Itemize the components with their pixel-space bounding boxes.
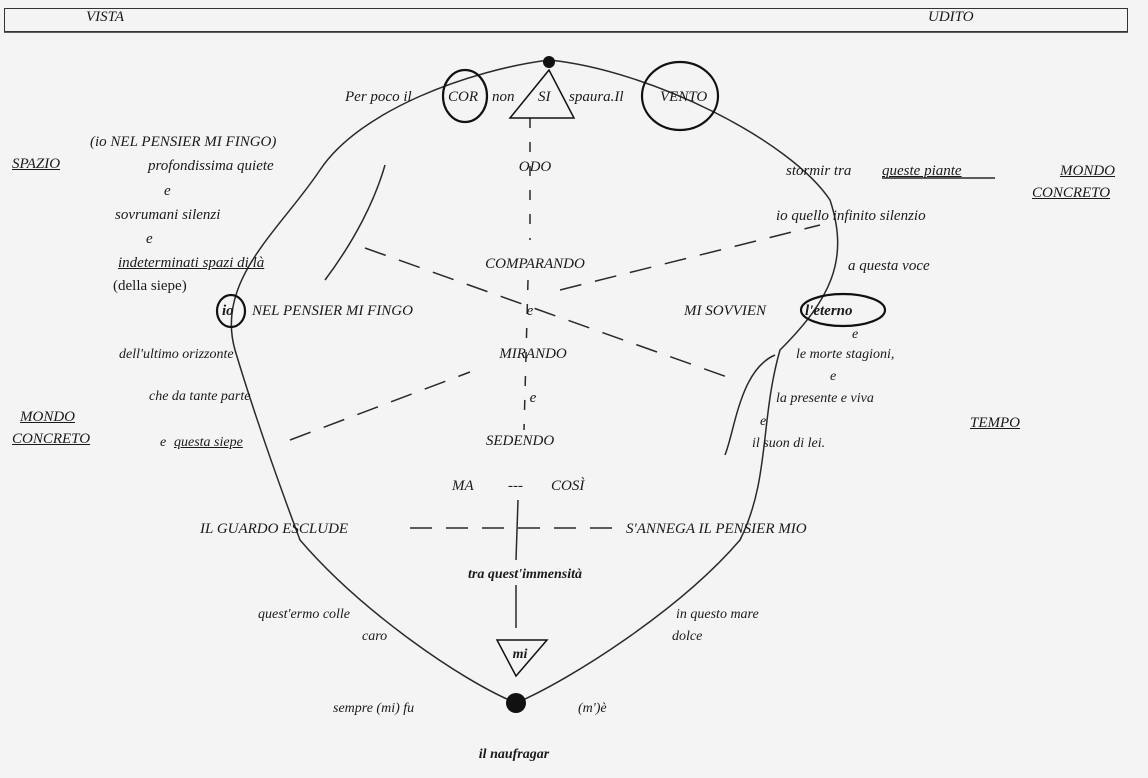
text-mi-sovvien: MI SOVVIEN bbox=[684, 303, 767, 319]
bottom-triangle bbox=[495, 639, 549, 678]
text-dash: --- bbox=[508, 478, 523, 494]
text-infinito-silenzio: io quello infinito silenzio bbox=[776, 208, 926, 224]
header-udito: UDITO bbox=[928, 9, 974, 25]
text-immensita: tra quest'immensità bbox=[468, 567, 582, 582]
text-caro: caro bbox=[362, 629, 388, 644]
text-nel-pensier: NEL PENSIER MI FINGO bbox=[252, 303, 413, 319]
text-sedendo: SEDENDO bbox=[485, 433, 555, 449]
label-mondo-left-1: MONDO bbox=[20, 409, 75, 425]
text-guardo-esclude: IL GUARDO ESCLUDE bbox=[200, 521, 349, 537]
text-tante-parte: che da tante parte bbox=[149, 389, 251, 404]
text-della-siepe: (della siepe) bbox=[113, 278, 187, 294]
text-queste-piante: queste piante bbox=[882, 163, 962, 179]
top-triangle bbox=[508, 68, 576, 119]
text-e-center-1: e bbox=[526, 303, 534, 319]
text-e-left-1: e bbox=[164, 183, 171, 199]
center-axis-mid bbox=[523, 279, 529, 431]
cross-line-4 bbox=[559, 224, 821, 291]
text-naufragar: il naufragar bbox=[478, 747, 550, 762]
cross-line-1 bbox=[364, 247, 731, 379]
text-cosi: COSÌ bbox=[551, 478, 585, 494]
text-e-right-3: e bbox=[760, 414, 767, 429]
text-stormir: stormir tra bbox=[786, 163, 852, 179]
left-brace bbox=[324, 164, 386, 281]
vento-circle bbox=[640, 60, 720, 132]
text-mare: in questo mare bbox=[676, 607, 759, 622]
label-mondo-right-1: MONDO bbox=[1060, 163, 1115, 179]
text-eterno: l'eterno bbox=[805, 303, 853, 319]
eterno-circle bbox=[799, 292, 887, 328]
text-profondissima: profondissima quiete bbox=[148, 158, 274, 174]
text-e-questa: e bbox=[160, 435, 167, 450]
cor-circle bbox=[441, 68, 489, 124]
bottom-node bbox=[506, 693, 526, 713]
center-axis-low bbox=[515, 499, 519, 561]
text-io: io bbox=[222, 303, 234, 319]
text-ultimo-orizzonte: dell'ultimo orizzonte bbox=[119, 347, 234, 362]
text-morte-stagioni: le morte stagioni, bbox=[796, 347, 895, 362]
text-presente-viva: la presente e viva bbox=[776, 391, 874, 406]
text-odo: ODO bbox=[518, 159, 552, 175]
text-si: SI bbox=[538, 89, 551, 105]
text-e-center-2: e bbox=[529, 390, 537, 406]
text-questa-siepe: questa siepe bbox=[174, 435, 243, 450]
label-mondo-left-2: CONCRETO bbox=[12, 431, 91, 447]
text-e-left-2: e bbox=[146, 231, 153, 247]
text-mi: mi bbox=[512, 647, 528, 662]
text-cor: COR bbox=[448, 89, 478, 105]
text-comparando: COMPARANDO bbox=[485, 256, 585, 272]
header-bar bbox=[4, 8, 1128, 32]
text-ma: MA bbox=[452, 478, 474, 494]
text-indeterminati: indeterminati spazi di là bbox=[118, 255, 265, 271]
text-e-right-1: e bbox=[852, 327, 859, 342]
header-vista: VISTA bbox=[86, 9, 125, 25]
text-sempre-fu: sempre (mi) fu bbox=[333, 701, 415, 716]
right-brace bbox=[724, 354, 776, 456]
text-annega: S'ANNEGA IL PENSIER MIO bbox=[626, 521, 807, 537]
text-spaura: spaura.Il bbox=[569, 89, 624, 105]
text-e-right-2: e bbox=[830, 369, 837, 384]
text-sovrumani: sovrumani silenzi bbox=[115, 207, 221, 223]
text-ermo-colle: quest'ermo colle bbox=[258, 607, 351, 622]
text-me: (m')è bbox=[578, 701, 607, 716]
text-per-poco-il: Per poco il bbox=[345, 89, 412, 105]
text-io-nel-pensier-paren: (io NEL PENSIER MI FINGO) bbox=[90, 134, 277, 150]
top-node bbox=[543, 56, 555, 68]
text-suon-di-lei: il suon di lei. bbox=[752, 436, 826, 451]
io-circle bbox=[215, 293, 247, 329]
text-mirando: MIRANDO bbox=[499, 346, 567, 362]
text-non: non bbox=[492, 89, 515, 105]
label-spazio: SPAZIO bbox=[12, 156, 61, 172]
label-tempo: TEMPO bbox=[970, 415, 1020, 431]
cross-line-3 bbox=[289, 371, 471, 441]
text-vento: VENTO bbox=[660, 89, 708, 105]
label-mondo-right-2: CONCRETO bbox=[1032, 185, 1111, 201]
text-dolce: dolce bbox=[672, 629, 703, 644]
text-questa-voce: a questa voce bbox=[848, 258, 930, 274]
